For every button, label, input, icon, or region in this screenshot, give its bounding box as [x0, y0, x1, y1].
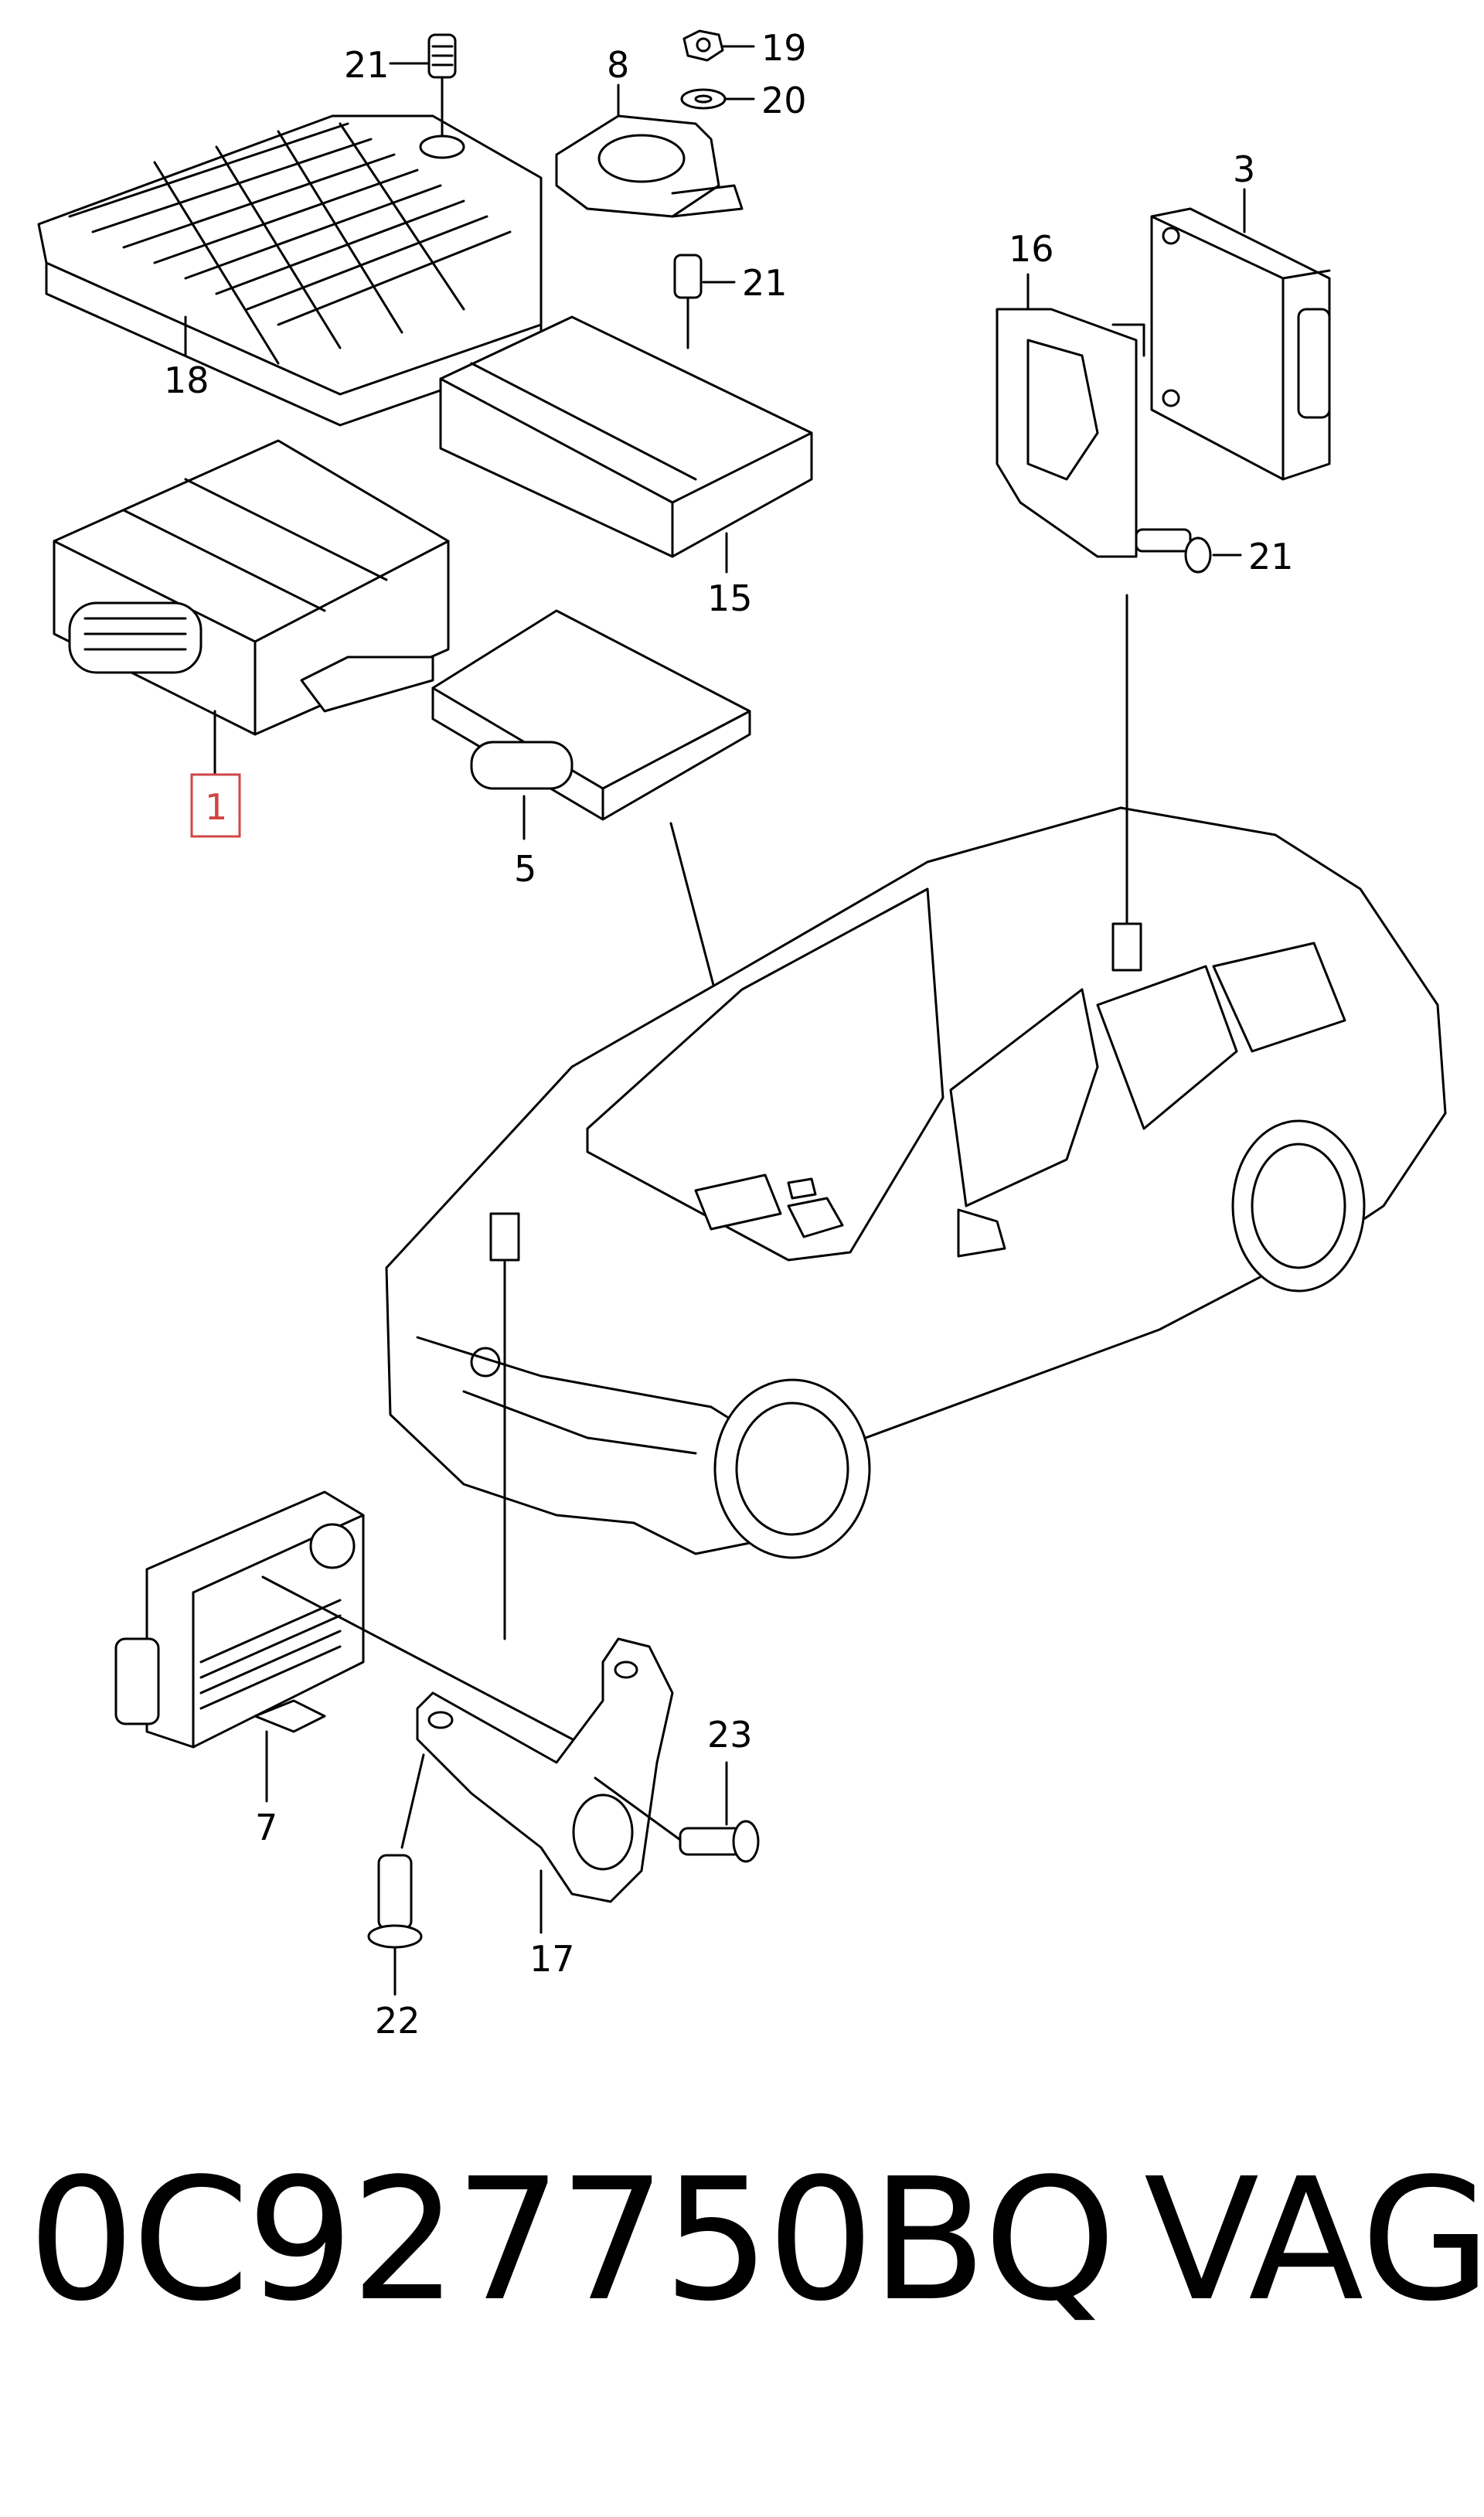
screw-22 — [367, 1753, 425, 1949]
part-1-ecu — [53, 439, 450, 736]
part-number: 0C927750BQ — [28, 2143, 1116, 2338]
callout-15: 15 — [707, 577, 753, 619]
callout-21-mid: 21 — [742, 262, 788, 304]
callout-18: 18 — [164, 359, 209, 401]
part-1-highlight-box — [190, 773, 241, 838]
callout-17: 17 — [529, 1938, 575, 1980]
callout-16: 16 — [1009, 228, 1054, 270]
part-3-module — [1150, 207, 1331, 481]
washer-20 — [680, 88, 727, 110]
location-markers — [489, 922, 1142, 1262]
screw-23 — [594, 1776, 760, 1863]
callout-19: 19 — [761, 27, 807, 69]
callout-21-top: 21 — [344, 44, 390, 86]
callout-7: 7 — [255, 1807, 277, 1848]
screw-21-mid — [673, 254, 703, 349]
part-16-bracket — [996, 308, 1145, 558]
callout-3: 3 — [1233, 148, 1255, 190]
brand-name: VAG — [1144, 2143, 1484, 2338]
callout-1: 1 — [205, 786, 227, 828]
leader-7-to-bracket — [261, 1575, 589, 1749]
part-18-cover — [37, 114, 543, 427]
part-17-bracket — [416, 1637, 674, 1903]
part-15-module — [439, 315, 813, 558]
part-5-module — [431, 609, 751, 821]
callout-5: 5 — [514, 848, 536, 890]
callout-23: 23 — [707, 1714, 753, 1756]
screw-21-right — [1135, 528, 1212, 574]
callout-20: 20 — [761, 80, 807, 121]
nut-19 — [682, 29, 724, 62]
part-7-unit — [114, 1490, 365, 1749]
part-8-sensor — [555, 114, 744, 218]
screw-21-top — [419, 33, 465, 159]
callout-21-right: 21 — [1248, 536, 1294, 577]
car-body — [385, 806, 1447, 1559]
callout-22: 22 — [375, 2000, 420, 2042]
callout-8: 8 — [607, 44, 629, 86]
